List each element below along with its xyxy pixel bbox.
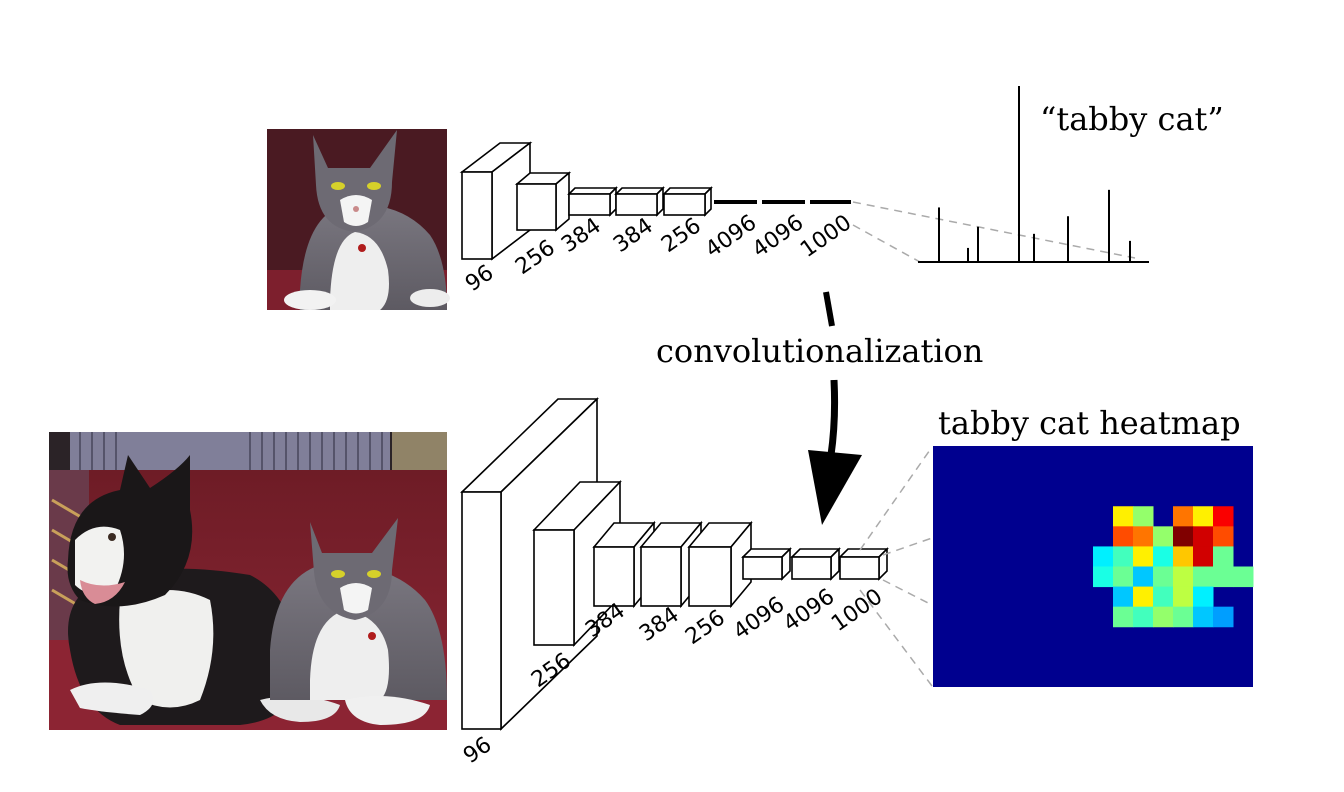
heatmap-cell bbox=[1173, 506, 1194, 527]
heatmap-cell bbox=[1213, 506, 1234, 527]
heatmap-cell bbox=[1173, 526, 1194, 547]
top-label-4096-a: 4096 bbox=[701, 210, 761, 263]
heatmap-cell bbox=[1113, 606, 1134, 628]
top-dashed-connectors bbox=[852, 201, 1136, 263]
heatmap-cell bbox=[1193, 566, 1214, 588]
heatmap-cell bbox=[1153, 586, 1174, 608]
heatmap-cell bbox=[1113, 526, 1134, 547]
heatmap-cell bbox=[1193, 546, 1214, 567]
heatmap-cell bbox=[1113, 546, 1134, 567]
top-output-histogram bbox=[918, 86, 1149, 263]
top-layer-96 bbox=[459, 141, 533, 261]
heatmap-cell bbox=[1153, 606, 1174, 628]
bottom-label-96: 96 bbox=[459, 732, 496, 769]
top-label-4096-b: 4096 bbox=[748, 210, 808, 263]
bottom-dashed-connectors bbox=[859, 446, 933, 687]
bottom-label-256-b: 256 bbox=[681, 605, 730, 650]
heatmap-cell bbox=[1213, 526, 1234, 547]
bottom-dog-cat-photo bbox=[49, 432, 447, 730]
tabby-cat-output-label: “tabby cat” bbox=[1040, 100, 1224, 138]
heatmap-cell bbox=[1133, 586, 1154, 608]
heatmap-cell bbox=[1173, 546, 1194, 567]
top-layer-256 bbox=[514, 171, 572, 232]
top-layer-384-a bbox=[567, 186, 618, 217]
top-label-96: 96 bbox=[461, 260, 498, 297]
heatmap-cell bbox=[1173, 566, 1194, 588]
bottom-network bbox=[460, 397, 889, 731]
top-cat-photo bbox=[267, 129, 450, 310]
heatmap-cell bbox=[1213, 606, 1234, 628]
top-label-256: 256 bbox=[511, 235, 560, 280]
heatmap-title: tabby cat heatmap bbox=[938, 404, 1241, 442]
heatmap-cell bbox=[1133, 566, 1154, 588]
bottom-label-4096-b: 4096 bbox=[779, 584, 839, 637]
heatmap-cell bbox=[1153, 546, 1174, 567]
heatmap-cell bbox=[1153, 566, 1174, 588]
heatmap-cell bbox=[1173, 606, 1194, 628]
heatmap-cell bbox=[1213, 546, 1234, 567]
heatmap-cell bbox=[1133, 546, 1154, 567]
top-network bbox=[459, 141, 851, 261]
top-layer-384-b bbox=[614, 186, 665, 217]
heatmap-cell bbox=[1133, 506, 1154, 527]
heatmap-cell bbox=[1113, 566, 1134, 588]
heatmap-cell bbox=[1093, 546, 1114, 567]
top-label-384-b: 384 bbox=[609, 213, 658, 258]
top-label-1000: 1000 bbox=[796, 210, 856, 263]
bottom-layer-256-b bbox=[687, 520, 753, 609]
bottom-layer-1000 bbox=[838, 547, 889, 581]
heatmap-cell bbox=[1233, 566, 1254, 588]
bottom-layer-384-b bbox=[639, 520, 703, 609]
heatmap-cell bbox=[1173, 586, 1194, 608]
top-label-256-b: 256 bbox=[657, 213, 706, 258]
heatmap-cell bbox=[1113, 586, 1134, 608]
heatmap-cell bbox=[1193, 586, 1214, 608]
bottom-label-1000: 1000 bbox=[827, 584, 887, 637]
heatmap-cell bbox=[1113, 506, 1134, 527]
heatmap-cell bbox=[1193, 506, 1214, 527]
bottom-label-384-b: 384 bbox=[635, 602, 684, 647]
bottom-layer-4096-b bbox=[790, 547, 841, 581]
convolutionalization-arrow bbox=[808, 291, 862, 525]
heatmap-cell bbox=[1193, 606, 1214, 628]
bottom-layer-4096-a bbox=[741, 547, 792, 581]
heatmap-cell bbox=[1093, 566, 1114, 588]
heatmap-cell bbox=[1133, 606, 1154, 628]
top-layer-256-b bbox=[662, 186, 713, 217]
heatmap-cell bbox=[1133, 526, 1154, 547]
heatmap-cell bbox=[1193, 526, 1214, 547]
convolutionalization-label: convolutionalization bbox=[656, 332, 983, 370]
heatmap-cell bbox=[1213, 566, 1234, 588]
tabby-cat-heatmap bbox=[933, 446, 1254, 687]
heatmap-cell bbox=[1153, 526, 1174, 547]
